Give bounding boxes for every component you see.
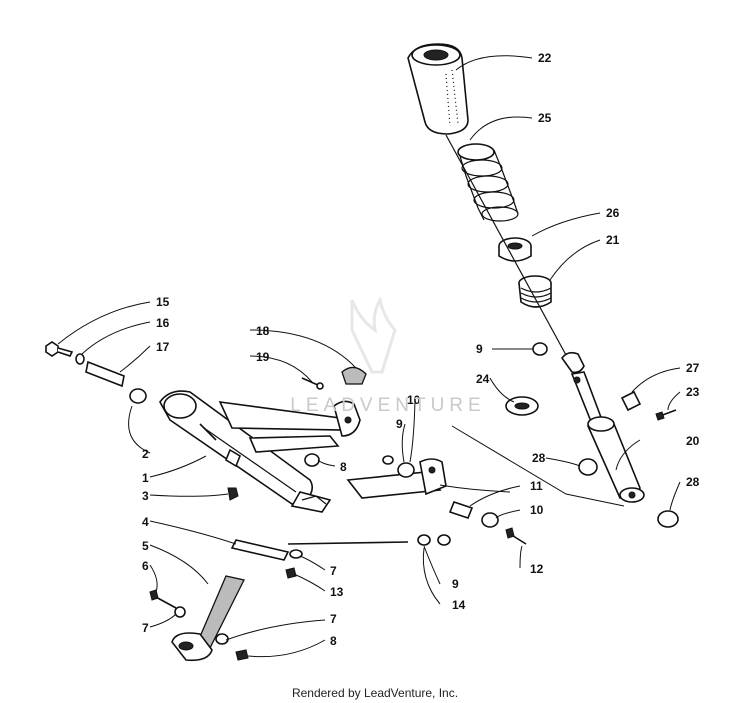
watermark-text: LEADVENTURE	[290, 395, 486, 416]
callout-labels: 15 16 17 2 1 3 4 5 6 7 18 19 10 9 8 11 1…	[142, 51, 700, 648]
callout-9-upper: 9	[396, 417, 403, 431]
callout-11: 11	[530, 479, 543, 493]
nut-9-upper	[382, 455, 394, 465]
spring-retainer	[498, 237, 532, 262]
washer-7-low	[174, 606, 186, 618]
upper-arm	[218, 400, 361, 453]
callout-28-right: 28	[686, 475, 700, 489]
bolt-13	[285, 567, 297, 579]
callout-10-upper: 10	[407, 393, 421, 407]
leader-lines	[57, 55, 681, 658]
shock-boot	[407, 43, 469, 135]
callout-15: 15	[156, 295, 170, 309]
bushing-28-left	[578, 458, 598, 476]
washer-7-mid	[289, 549, 303, 559]
callout-24: 24	[476, 372, 490, 386]
adjuster-collar	[518, 275, 552, 308]
bushing-10-upper	[397, 462, 415, 478]
callout-22: 22	[538, 51, 552, 65]
callout-19: 19	[256, 350, 270, 364]
leadventure-logo	[350, 295, 397, 374]
callout-27: 27	[686, 361, 700, 375]
callout-8-bottom: 8	[330, 634, 337, 648]
callout-18: 18	[256, 324, 270, 338]
bushing-2	[129, 388, 147, 404]
callout-6: 6	[142, 559, 149, 573]
sleeve-17	[85, 360, 125, 388]
callout-7-mid: 7	[330, 564, 337, 578]
callout-23: 23	[686, 385, 700, 399]
callout-14: 14	[452, 598, 466, 612]
callout-17: 17	[156, 340, 170, 354]
callout-7-left: 7	[142, 621, 149, 635]
credit-text: Rendered by LeadVenture, Inc.	[291, 686, 459, 700]
bolt-6	[149, 589, 177, 609]
steering-arm-5	[171, 575, 245, 662]
callout-8-upper: 8	[340, 460, 347, 474]
spindle-arm-1	[159, 390, 332, 513]
callout-25: 25	[538, 111, 552, 125]
nut-9-shock	[532, 342, 548, 356]
callout-10-lower: 10	[530, 503, 544, 517]
callout-9-lower: 9	[452, 577, 459, 591]
washer-16	[75, 353, 85, 365]
callout-5: 5	[142, 539, 149, 553]
nut-8-upper	[304, 453, 320, 467]
shock-washer	[505, 396, 539, 416]
sleeve-11	[448, 501, 474, 519]
tie-rod-4	[230, 539, 409, 561]
callout-3: 3	[142, 489, 149, 503]
callout-2: 2	[142, 447, 149, 461]
callout-20: 20	[686, 434, 700, 448]
shock-bolt-top	[655, 409, 677, 421]
washer-7-bottom	[215, 633, 229, 645]
shock-bushing-top	[620, 390, 642, 412]
callout-13: 13	[330, 585, 344, 599]
bolt-19	[301, 377, 324, 390]
callout-9-shock: 9	[476, 342, 483, 356]
nut-8-bottom	[235, 649, 249, 661]
bolt-15	[45, 341, 74, 357]
shock-spring	[457, 143, 519, 222]
callout-7-bottom: 7	[330, 612, 337, 626]
callout-16: 16	[156, 316, 170, 330]
lower-arm	[346, 458, 447, 499]
shock-body	[561, 351, 645, 503]
bushing-10-lower	[481, 512, 499, 528]
bushing-28-right	[657, 510, 679, 528]
nut-9-lower	[437, 534, 451, 546]
nut-14	[417, 534, 431, 546]
callout-4: 4	[142, 515, 149, 529]
bolt-12	[505, 527, 527, 545]
callout-28-left: 28	[532, 451, 546, 465]
callout-21: 21	[606, 233, 620, 247]
callout-12: 12	[530, 562, 544, 576]
bracket-18	[341, 366, 367, 385]
callout-26: 26	[606, 206, 620, 220]
nut-3	[227, 487, 239, 501]
callout-1: 1	[142, 471, 149, 485]
